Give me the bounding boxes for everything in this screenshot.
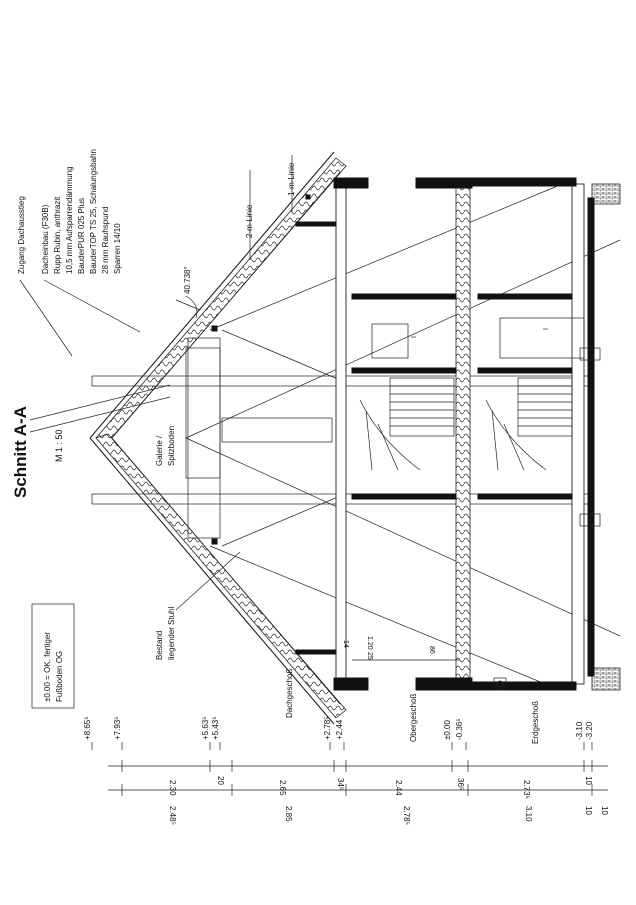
roof-spec-line: BauderTOP TS 25, Schalungsbahn (89, 149, 98, 274)
stair-mark: I (543, 328, 550, 330)
level-label: +2.44 (335, 719, 344, 740)
dim-outer-label: 2.85 (284, 806, 293, 822)
roof-spec-line: Rupp Rubin, anthrazit (53, 196, 62, 274)
roof-pitch-label: 40.738° (183, 266, 192, 294)
dim-outer-end-label: 10 (600, 806, 609, 815)
roof-spec-line: Sparren 14/10 (113, 223, 122, 274)
level-label: +2.78⁵ (323, 716, 332, 740)
floor-dim-label: 25 (366, 652, 373, 660)
floor-label-ober: Obergeschoß (409, 693, 418, 742)
roof-pitch-arc (175, 295, 201, 319)
dim-inner-label: 34⁵ (336, 778, 345, 790)
dim-inner-label: 36⁵ (456, 778, 465, 790)
dim-inner-label: 2.30 (168, 780, 177, 796)
gallery-label: Galerie / (155, 435, 164, 466)
stuhl-label: Bestand (155, 631, 164, 660)
floor-slabs (333, 177, 621, 691)
roof-spec-line: 10,5 mm Aufsparrendämmung (65, 166, 74, 274)
level-label: ±0.00 (443, 719, 452, 740)
dim-outer-label: 2.48⁵ (168, 806, 177, 825)
scale-label: M 1 : 50 (54, 429, 64, 462)
dimension-ticks (121, 760, 593, 796)
dim-inner-label: 20 (216, 776, 225, 785)
level-label: +5.43⁵ (211, 716, 220, 740)
level-ticks (91, 742, 593, 750)
dimension-lines (91, 742, 608, 796)
dim-outer-label: 10 (584, 806, 593, 815)
stuhl-label: liegender Stuhl (167, 606, 176, 660)
roof-hatch-ladder (29, 384, 171, 433)
floor-dim-label: 14 (342, 640, 349, 648)
roof-outline (89, 151, 347, 725)
level-label: -3.10 (575, 721, 584, 740)
level-label: +5.63⁵ (201, 716, 210, 740)
level-label: -0.36⁵ (455, 718, 464, 740)
legend-note-box: ±0.00 = OK. fertiger Fußboden OG (31, 603, 75, 709)
gallery-label: Spitzboden (167, 426, 176, 466)
dim-inner-label: 2.44 (394, 780, 403, 796)
dim-outer-label: 2.78⁵ (402, 806, 411, 825)
page-title: Schnitt A-A (11, 406, 30, 498)
one-m-line-label: 1-m-Linie (287, 162, 296, 196)
roof-spec-line: Dacheinbau (F30B) (41, 204, 50, 274)
height-lines (249, 155, 293, 260)
stair-eg (485, 377, 573, 471)
floor-dim-label: 1.20 (366, 636, 373, 650)
stair-mark: I (411, 336, 418, 338)
dim-inner-label: 2.65 (278, 780, 287, 796)
stair-og (359, 377, 455, 471)
roof-spec-line: 28 mm Rauhspund (101, 206, 110, 274)
roof-spec-line: Zugang Dachausstieg (17, 196, 26, 274)
level-label: -3.20 (585, 721, 594, 740)
stuhl-leader (175, 551, 241, 611)
floor-label-erd: Erdgeschoß (531, 701, 540, 744)
interior-walls (295, 221, 601, 691)
level-label: +7.93⁵ (113, 716, 122, 740)
legend-note-line-2: Fußboden OG (55, 651, 64, 702)
legend-note-line-1: ±0.00 = OK. fertiger (43, 632, 52, 702)
dim-outer-label: 3.10 (524, 806, 533, 822)
two-m-line-label: 2-m-Linie (245, 204, 254, 238)
floor-dim-label: 86 (428, 646, 435, 654)
gallery-stair (185, 347, 221, 479)
roof-spec-block: Zugang Dachausstieg Dacheinbau (F30B) Ru… (17, 149, 141, 357)
level-label: +8.65⁵ (83, 716, 92, 740)
dim-inner-label: 2.73⁵ (522, 780, 531, 799)
dim-inner-label: 10 (584, 776, 593, 785)
roof-spec-line: BauderPUR 025 Plus (77, 198, 86, 274)
floor-label-dach: Dachgeschoß (285, 669, 294, 718)
